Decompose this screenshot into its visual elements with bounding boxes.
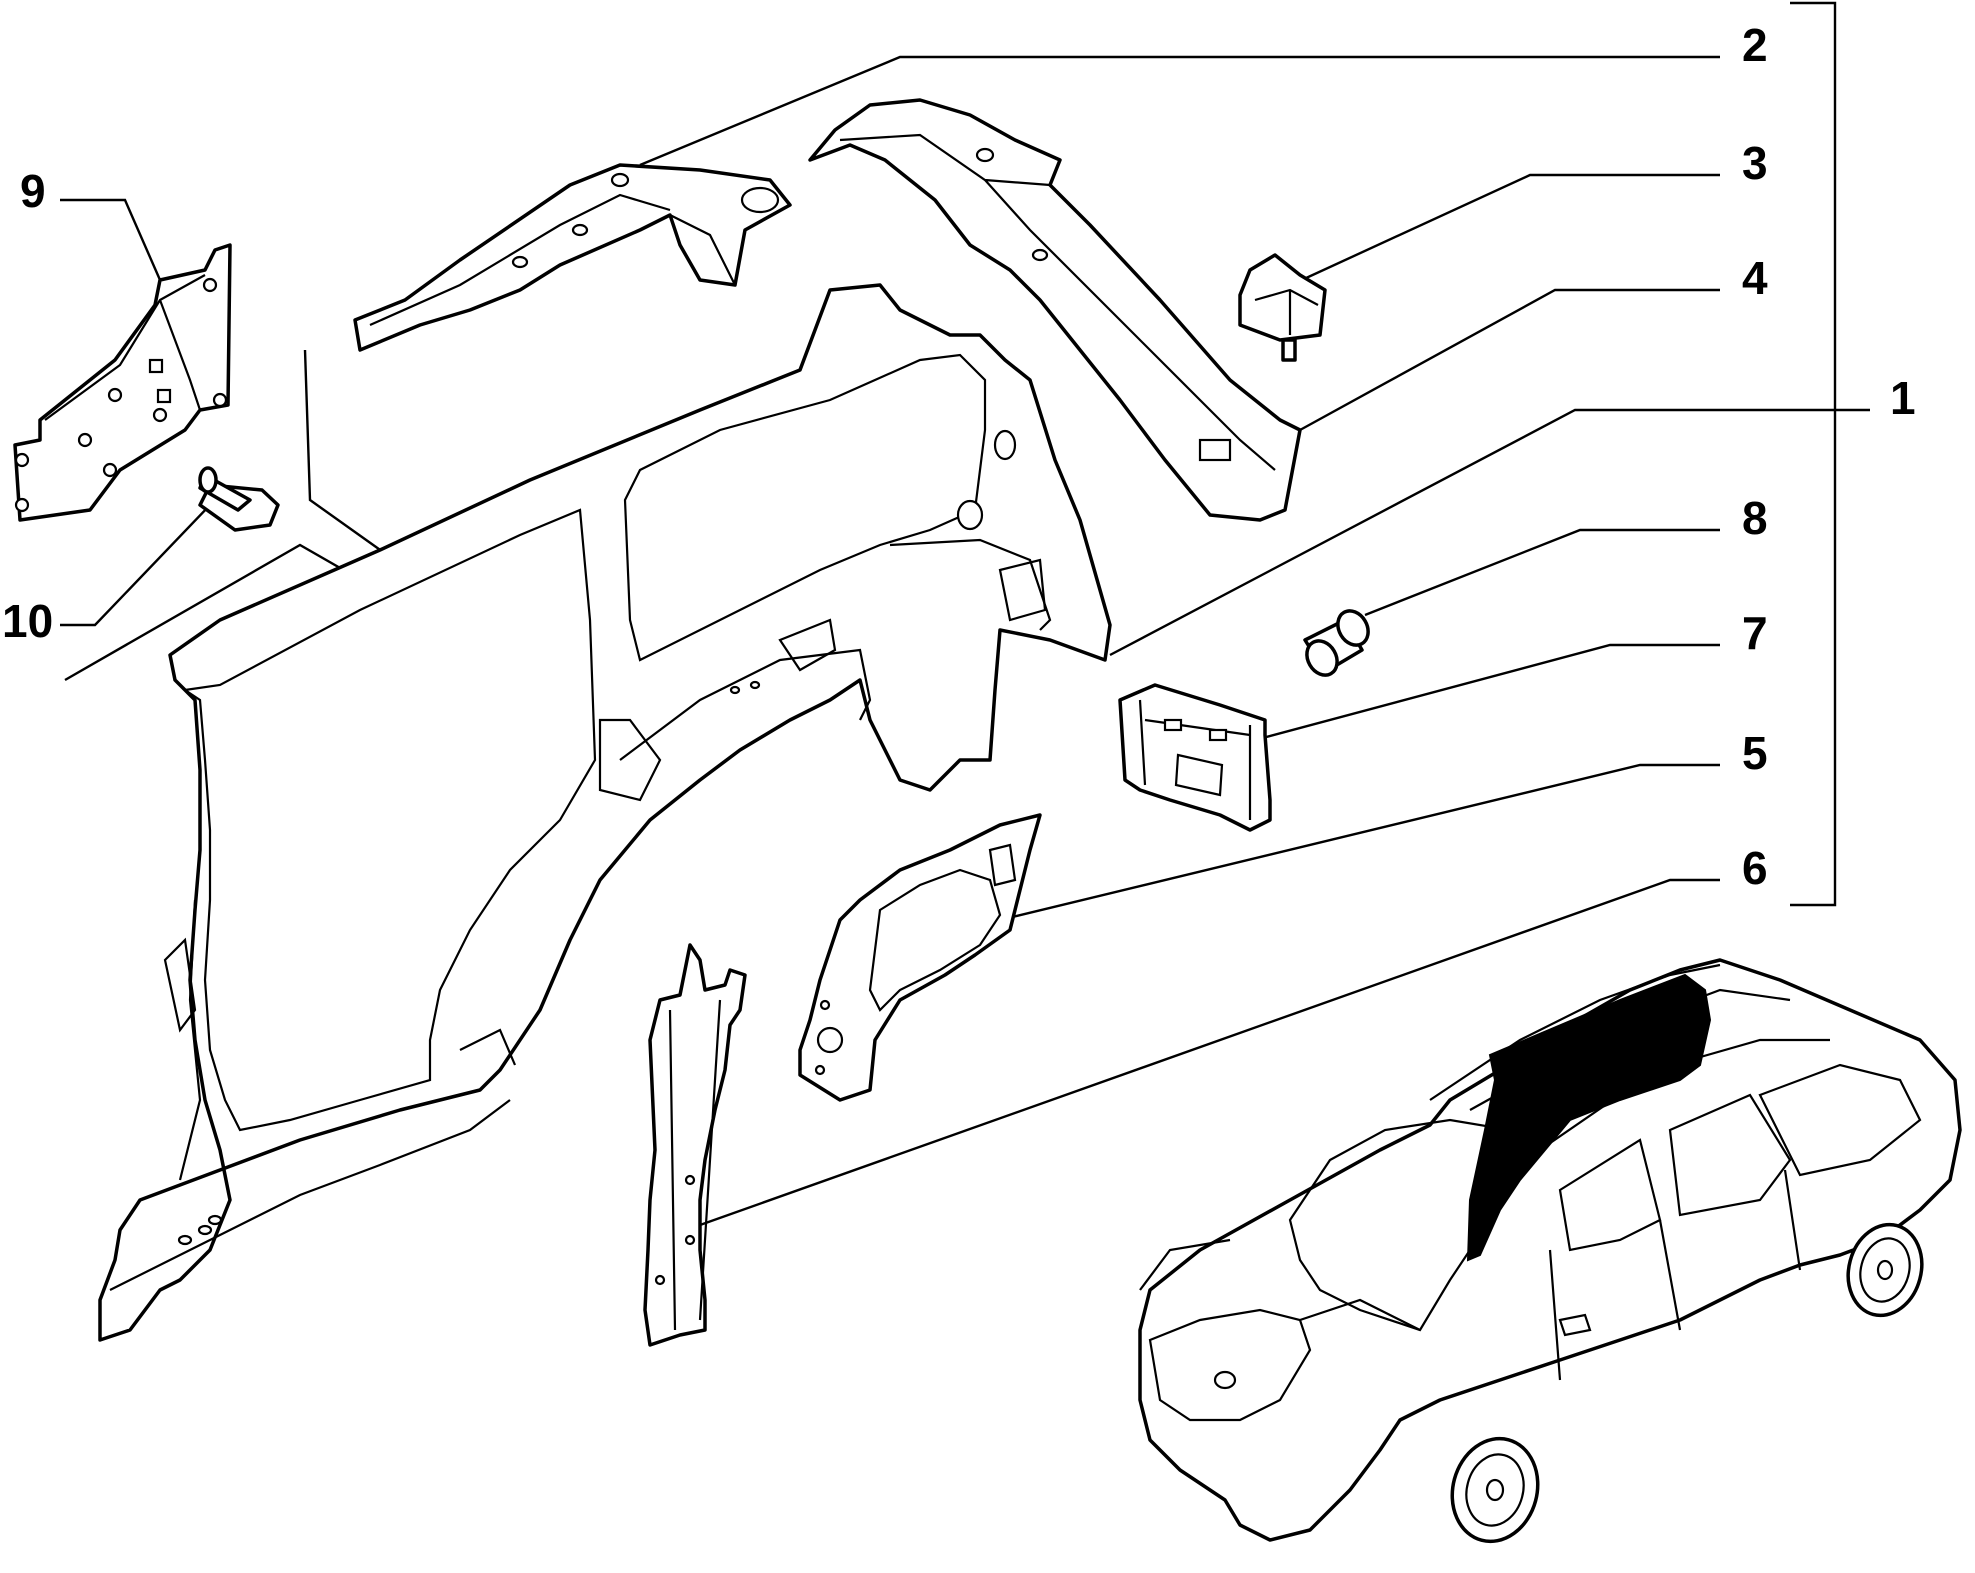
callout-1: 1 [1890,372,1916,424]
leader-lines [60,55,1870,1227]
leader-1 [1109,408,1870,657]
leader-3 [1279,173,1720,292]
callout-5: 5 [1742,727,1768,779]
group-bracket [1790,1,1837,907]
callout-2: 2 [1742,19,1768,71]
leader-9 [60,198,162,281]
part-10-bolt [198,466,280,532]
callout-10: 10 [2,595,54,647]
leader-10 [60,504,211,627]
leader-5 [999,763,1720,922]
car-location-view [1138,958,1962,1544]
part-3-clip [1238,253,1327,362]
part-7-plate [1118,683,1272,832]
part-4-rear-rail [808,98,1302,522]
callout-7: 7 [1742,607,1768,659]
callout-4: 4 [1742,252,1768,304]
part-1-side-panel [98,283,1112,1342]
part-8-plug [1303,609,1370,677]
part-6-pillar [643,943,747,1347]
callout-6: 6 [1742,842,1768,894]
callout-3: 3 [1742,137,1768,189]
callout-9: 9 [20,165,46,217]
leader-2 [639,55,1720,167]
part-9-bracket [13,243,232,522]
leader-8 [1364,528,1720,617]
leader-4 [1299,288,1720,432]
part-2-upper-rail [353,163,792,352]
leader-7 [1254,643,1720,742]
leader-6 [699,878,1720,1227]
part-5-wheelhouse [798,813,1042,1102]
callout-8: 8 [1742,492,1768,544]
